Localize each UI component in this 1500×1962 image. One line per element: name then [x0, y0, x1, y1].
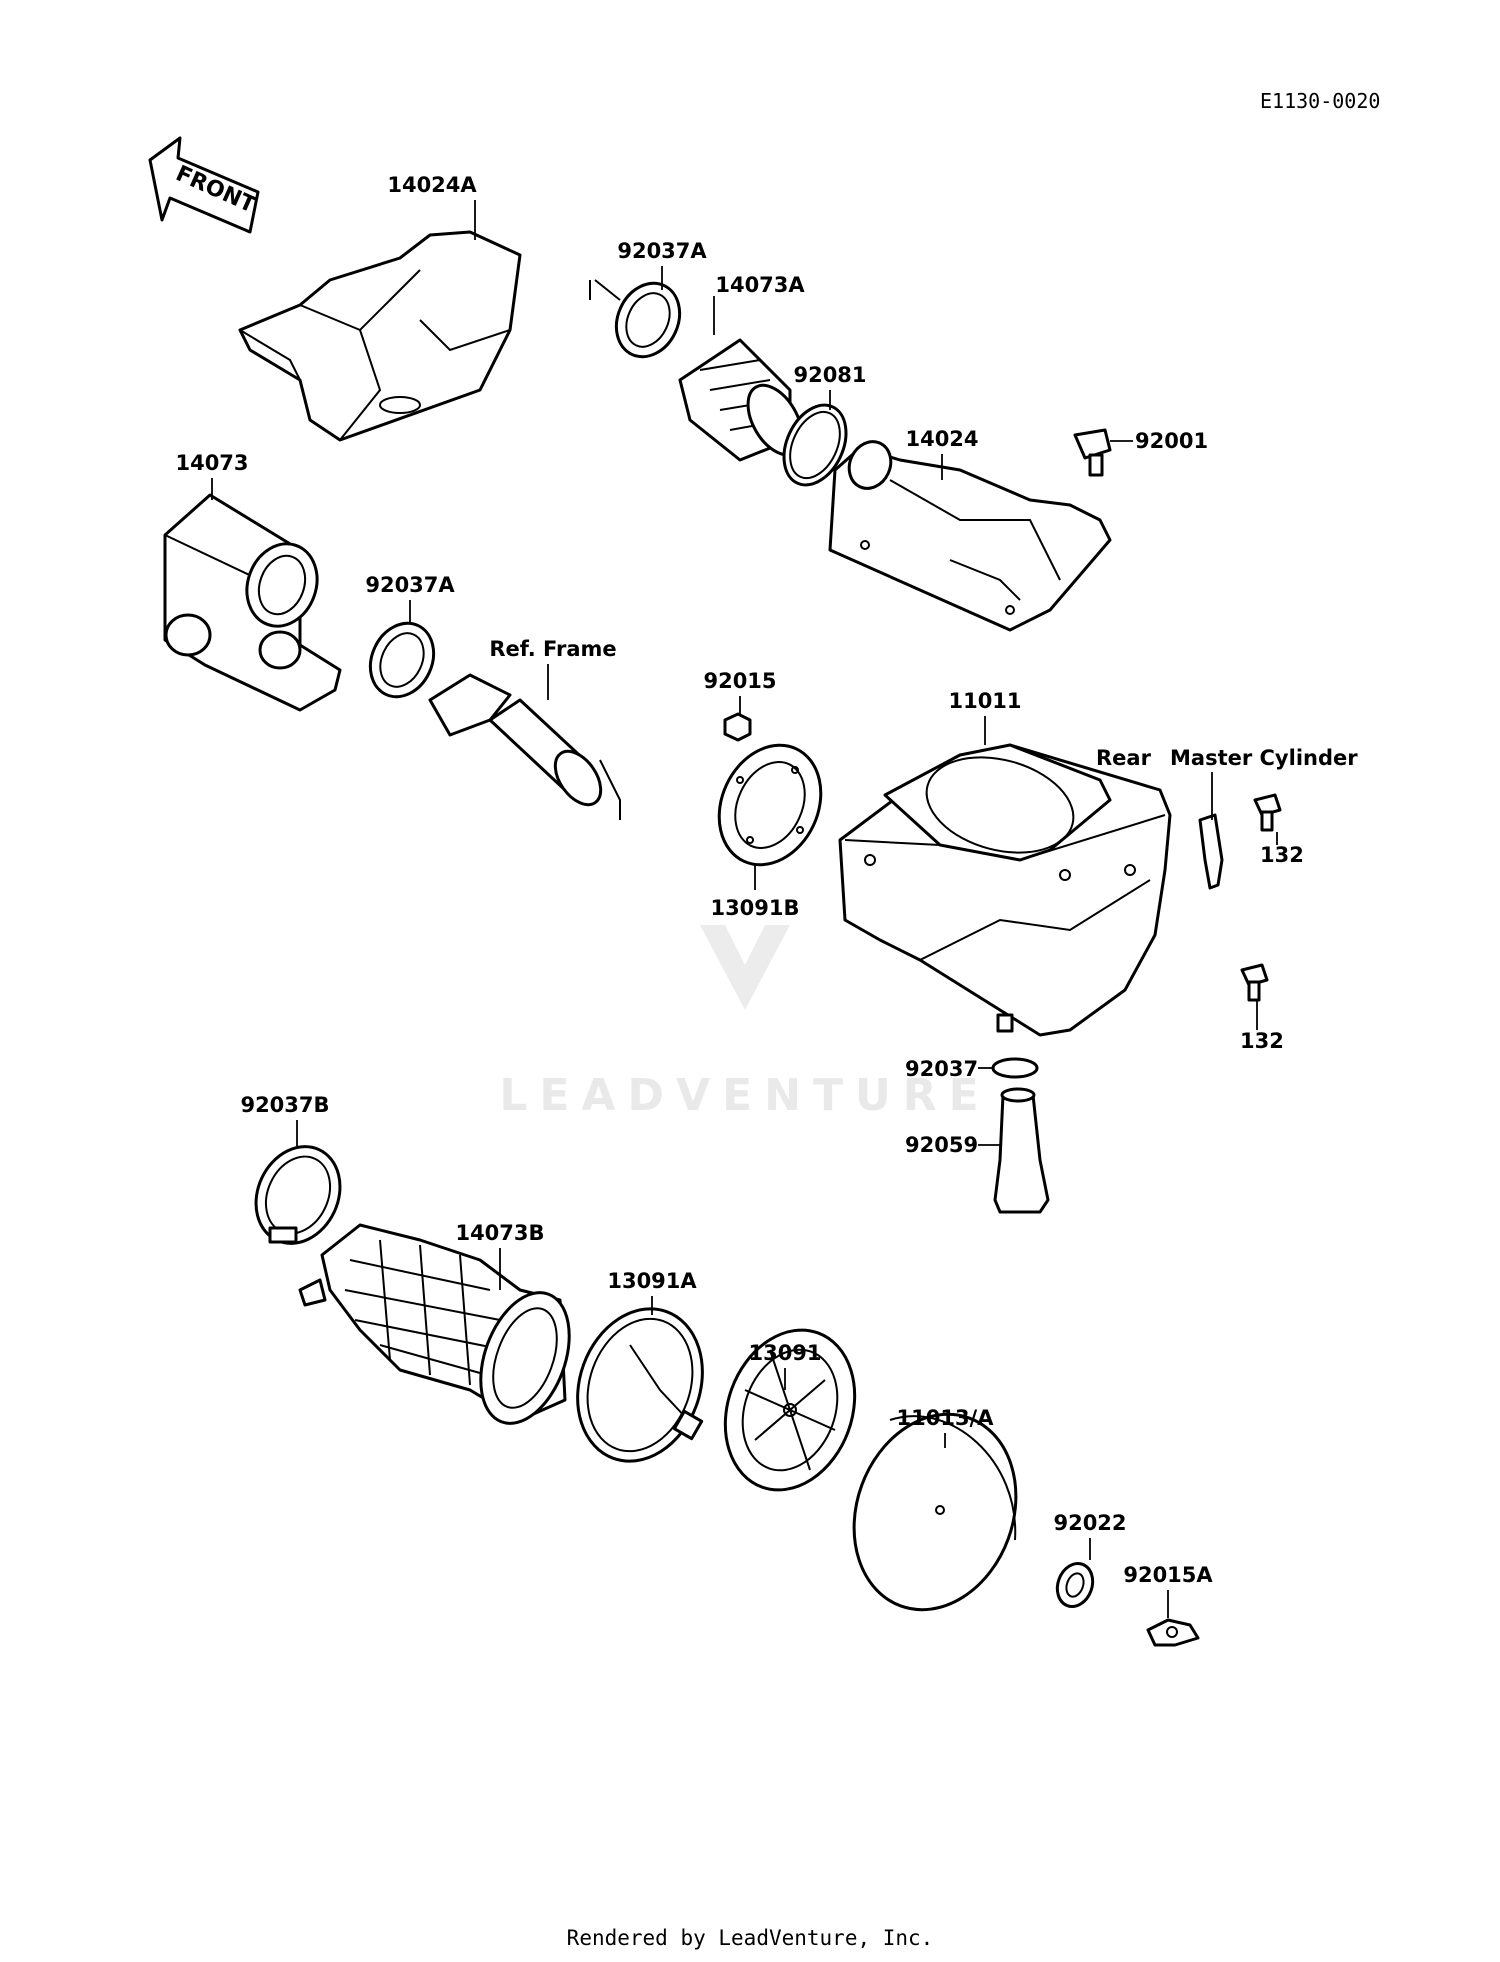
label-92015A: 92015A	[1123, 1563, 1213, 1587]
part-14073-airbox	[163, 493, 342, 712]
part-13091A-plate	[576, 1307, 704, 1463]
label-92037A-mid: 92037A	[365, 573, 455, 597]
diagram-code: E1130-0020	[1260, 89, 1380, 113]
part-92001-bolt	[1073, 428, 1112, 477]
part-14073B-duct	[298, 1223, 571, 1425]
label-14024A: 14024A	[387, 173, 477, 197]
part-92022-washer	[1055, 1562, 1095, 1608]
part-92037-clip	[991, 1057, 1039, 1079]
label-11013A: 11013/A	[897, 1406, 995, 1430]
label-92059: 92059	[905, 1133, 978, 1157]
label-92037: 92037	[905, 1057, 978, 1081]
label-rear: Rear	[1096, 746, 1152, 770]
label-132-a: 132	[1260, 843, 1304, 867]
label-master-cylinder: Master Cylinder	[1170, 746, 1358, 770]
part-132-bolt-b	[1240, 963, 1269, 1002]
label-11011: 11011	[948, 689, 1021, 713]
label-13091B: 13091B	[710, 896, 799, 920]
label-92037B: 92037B	[240, 1093, 329, 1117]
label-14073A: 14073A	[715, 273, 805, 297]
label-132-b: 132	[1240, 1029, 1284, 1053]
leadventure-watermark: LEADVENTURE	[499, 925, 990, 1121]
label-92081: 92081	[793, 363, 866, 387]
watermark-text: LEADVENTURE	[499, 1070, 990, 1121]
part-92037A-clamp-mid	[368, 621, 436, 699]
label-13091: 13091	[748, 1341, 821, 1365]
label-14073B: 14073B	[455, 1221, 544, 1245]
part-92081-ring	[782, 403, 848, 487]
part-13091B-plate	[717, 743, 823, 867]
label-13091A: 13091A	[607, 1269, 697, 1293]
label-92022: 92022	[1053, 1511, 1126, 1535]
part-92015A-wing-nut	[1146, 1618, 1200, 1647]
label-14073: 14073	[175, 451, 248, 475]
part-132-bolt-a	[1253, 793, 1282, 832]
label-ref-frame: Ref. Frame	[489, 637, 616, 661]
part-14024A-cover	[238, 230, 522, 442]
part-92037B-clamp	[254, 1145, 342, 1245]
label-92001: 92001	[1135, 429, 1208, 453]
part-13091-cage	[723, 1328, 857, 1492]
rear-master-cylinder-bracket	[1198, 813, 1224, 890]
label-92015: 92015	[703, 669, 776, 693]
part-11013A-filter	[852, 1412, 1018, 1612]
part-14024-case	[828, 440, 1112, 632]
part-92037A-clamp-top	[589, 279, 682, 359]
part-92059-drain-tube	[993, 1087, 1050, 1214]
footer-credit: Rendered by LeadVenture, Inc.	[566, 1926, 934, 1950]
part-92015-nut	[723, 712, 752, 742]
ref-frame-tube	[428, 673, 621, 820]
part-11011-case	[838, 743, 1172, 1037]
label-14024: 14024	[905, 427, 978, 451]
label-92037A-top: 92037A	[617, 239, 707, 263]
front-arrow-icon: FRONT	[148, 136, 260, 234]
